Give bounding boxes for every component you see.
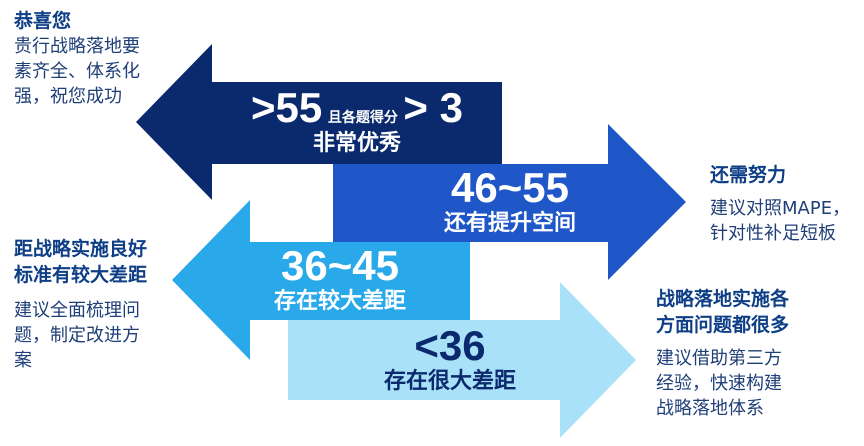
arrow-36-45 — [172, 200, 470, 360]
note-large-gap-heading-2: 标准有较大差距 — [14, 264, 148, 286]
arrow-46-55 — [333, 124, 686, 280]
arrow-gt55-condition: 且各题得分 — [327, 110, 398, 126]
note-many-issues-heading-2: 方面问题都很多 — [656, 314, 790, 336]
note-excellent-line-2: 素齐全、体系化 — [14, 61, 140, 82]
arrow-46-55-main: 46~55 — [451, 164, 569, 211]
note-improve-line-1: 建议对照MAPE， — [710, 198, 851, 219]
note-improve-heading: 还需努力 — [710, 164, 787, 186]
note-many-issues-heading-1: 战略落地实施各 — [656, 288, 790, 310]
arrow-gt55 — [136, 44, 502, 200]
note-excellent-line-3: 强，祝您成功 — [14, 86, 122, 107]
arrow-46-55-sub: 还有提升空间 — [443, 211, 576, 236]
note-many-issues-line-2: 经验，快速构建 — [656, 373, 782, 394]
note-excellent-heading: 恭喜您 — [14, 10, 72, 32]
arrow-46-55-label: 46~55 还有提升空间 — [400, 166, 620, 238]
arrow-gt55-suffix: > 3 — [403, 84, 463, 131]
note-large-gap: 距战略实施良好 标准有较大差距 建议全面梳理问 题，制定改进方 案 — [14, 236, 147, 373]
note-many-issues-line-1: 建议借助第三方 — [656, 348, 782, 369]
arrow-36-45-label: 36~45 存在较大差距 — [230, 244, 450, 316]
arrow-36-45-sub: 存在较大差距 — [273, 289, 406, 314]
arrow-lt36-sub: 存在很大差距 — [383, 369, 516, 394]
note-large-gap-line-3: 案 — [14, 350, 32, 371]
note-many-issues-line-3: 战略落地体系 — [656, 398, 764, 419]
note-large-gap-line-2: 题，制定改进方 — [14, 325, 140, 346]
arrow-gt55-sub: 非常优秀 — [312, 131, 401, 156]
note-excellent: 恭喜您 贵行战略落地要 素齐全、体系化 强，祝您成功 — [14, 8, 140, 109]
note-excellent-line-1: 贵行战略落地要 — [14, 36, 140, 57]
arrow-gt55-main: >55 且各题得分 > 3 — [222, 86, 492, 130]
note-improve-line-2: 针对性补足短板 — [710, 223, 836, 244]
arrow-36-45-main: 36~45 — [281, 242, 399, 289]
arrow-lt36-main: <36 — [414, 322, 486, 369]
note-improve: 还需努力 建议对照MAPE， 针对性补足短板 — [710, 162, 850, 246]
note-large-gap-line-1: 建议全面梳理问 — [14, 300, 140, 321]
arrow-gt55-prefix: >55 — [251, 84, 323, 131]
arrow-lt36 — [288, 282, 636, 438]
note-large-gap-heading-1: 距战略实施良好 — [14, 238, 148, 260]
arrow-gt55-label: >55 且各题得分 > 3 非常优秀 — [222, 86, 492, 158]
note-many-issues: 战略落地实施各 方面问题都很多 建议借助第三方 经验，快速构建 战略落地体系 — [656, 286, 789, 421]
arrow-lt36-label: <36 存在很大差距 — [340, 324, 560, 396]
